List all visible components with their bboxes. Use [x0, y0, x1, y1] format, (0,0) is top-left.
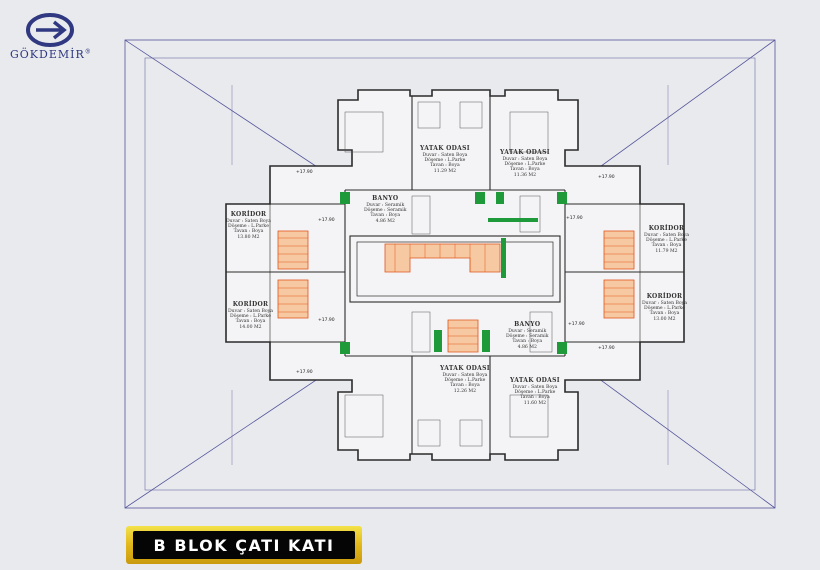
room-area: 11.79 M2 — [655, 248, 678, 254]
room-spec-line: Döşeme : L.Parke — [230, 314, 271, 320]
room-spec-line: Tavan : Boya — [520, 395, 550, 401]
room-spec-line: Duvar : Saten Boya — [442, 372, 488, 378]
room-spec-line: Döşeme : Seramik — [364, 208, 407, 214]
level-marker: +17.90 — [568, 322, 585, 327]
room-spec-line: Duvar : Saten Boya — [644, 232, 689, 238]
room-spec-line: Tavan : Boya — [651, 243, 682, 249]
room-spec-line: Duvar : Saten Boya — [512, 384, 558, 390]
exterior-walls — [225, 89, 685, 461]
room-title: KORİDOR — [230, 211, 267, 218]
room-spec-line: Döşeme : L.Parke — [444, 378, 486, 384]
level-marker: +17.90 — [318, 318, 335, 323]
room-area: 11.60 M2 — [523, 400, 547, 406]
room-area: 4.86 M2 — [375, 218, 395, 224]
room-title: YATAK ODASI — [500, 149, 550, 156]
structural-columns — [340, 192, 567, 354]
room-spec-line: Döşeme : L.Parke — [504, 162, 546, 168]
roof-outline — [124, 39, 776, 509]
room-label-bathroom-lower: BANYO Duvar : Seramik Döşeme : Seramik T… — [506, 321, 549, 350]
room-spec-line: Tavan : Boya — [235, 319, 266, 325]
title-banner-text: B BLOK ÇATI KATI — [153, 535, 335, 555]
room-area: 14.00 M2 — [239, 324, 262, 330]
room-spec-line: Duvar : Saten Boya — [642, 300, 687, 306]
room-title: KORİDOR — [232, 301, 269, 308]
room-label-bedroom-bottom-center: YATAK ODASI Duvar : Saten Boya Döşeme : … — [440, 365, 490, 394]
room-spec-line: Duvar : Saten Boya — [502, 156, 548, 162]
room-spec-line: Duvar : Saten Boya — [226, 218, 271, 224]
trademark-mark: ® — [84, 48, 92, 56]
level-marker: +17.90 — [598, 175, 615, 180]
room-label-bathroom-upper: BANYO Duvar : Seramik Döşeme : Seramik T… — [364, 195, 407, 224]
interior-walls — [226, 96, 684, 454]
room-spec-line: Tavan : Boya — [430, 163, 460, 169]
room-label-corridor-upper-right: KORİDOR Duvar : Saten Boya Döşeme : L.Pa… — [644, 225, 689, 254]
room-spec-line: Tavan : Boya — [233, 229, 264, 235]
room-spec-line: Döşeme : L.Parke — [646, 238, 687, 244]
room-title: YATAK ODASI — [510, 377, 560, 384]
room-area: 12.26 M2 — [453, 388, 477, 394]
room-label-bedroom-bottom-right: YATAK ODASI Duvar : Saten Boya Döşeme : … — [510, 377, 560, 406]
room-title: YATAK ODASI — [420, 145, 470, 152]
room-label-corridor-lower-left: KORİDOR Duvar : Saten Boya Döşeme : L.Pa… — [228, 301, 273, 330]
room-details — [344, 101, 553, 447]
room-spec-line: Tavan : Boya — [512, 339, 543, 345]
room-spec-line: Tavan : Boya — [649, 311, 680, 317]
room-title: YATAK ODASI — [440, 365, 490, 372]
room-title: KORİDOR — [648, 225, 685, 232]
room-area: 4.86 M2 — [517, 344, 537, 350]
room-label-bedroom-top-right: YATAK ODASI Duvar : Saten Boya Döşeme : … — [500, 149, 550, 178]
room-area: 11.36 M2 — [513, 172, 537, 178]
gokdemir-logo-icon — [26, 13, 74, 47]
room-label-bedroom-top-center: YATAK ODASI Duvar : Saten Boya Döşeme : … — [420, 145, 470, 174]
room-title: KORİDOR — [646, 293, 683, 300]
room-spec-line: Döşeme : L.Parke — [424, 158, 466, 164]
room-spec-line: Duvar : Seramik — [366, 202, 405, 208]
room-label-corridor-upper-left: KORİDOR Duvar : Saten Boya Döşeme : L.Pa… — [226, 211, 271, 240]
room-label-corridor-lower-right: KORİDOR Duvar : Saten Boya Döşeme : L.Pa… — [642, 293, 687, 322]
room-area: 11.29 M2 — [433, 168, 457, 174]
room-spec-line: Tavan : Boya — [450, 383, 480, 389]
room-spec-line: Döşeme : Seramik — [506, 334, 549, 340]
room-spec-line: Tavan : Boya — [510, 167, 540, 173]
room-title: BANYO — [372, 195, 399, 202]
room-spec-line: Duvar : Seramik — [508, 328, 547, 334]
room-area: 13.80 M2 — [237, 234, 260, 240]
room-spec-line: Döşeme : L.Parke — [514, 390, 556, 396]
level-marker: +17.90 — [566, 216, 583, 221]
room-spec-line: Döşeme : L.Parke — [644, 306, 685, 312]
title-banner: B BLOK ÇATI KATI — [126, 526, 362, 564]
stair-treads — [278, 237, 634, 345]
level-marker: +17.90 — [318, 218, 335, 223]
room-title: BANYO — [514, 321, 541, 328]
level-marker: +17.90 — [296, 370, 313, 375]
level-marker: +17.90 — [296, 170, 313, 175]
room-spec-line: Döşeme : L.Parke — [228, 224, 269, 230]
room-spec-line: Duvar : Saten Boya — [228, 308, 273, 314]
brand-name: GÖKDEMİR® — [10, 48, 92, 61]
room-spec-line: Duvar : Saten Boya — [422, 152, 468, 158]
room-area: 13.00 M2 — [653, 316, 676, 322]
level-marker: +17.90 — [598, 346, 615, 351]
room-spec-line: Tavan : Boya — [370, 213, 401, 219]
title-banner-inner: B BLOK ÇATI KATI — [133, 531, 355, 559]
brand-name-text: GÖKDEMİR — [10, 48, 85, 61]
